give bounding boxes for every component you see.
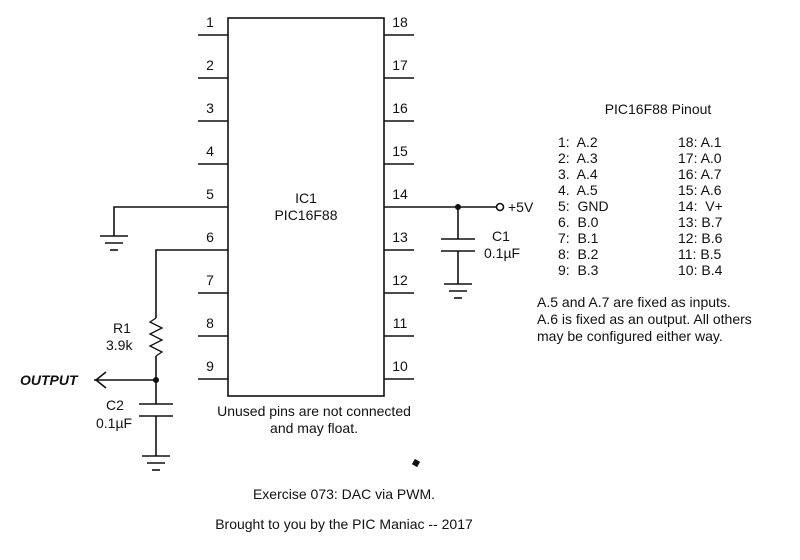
pin-13-label: 13	[392, 229, 408, 245]
pinout-left-row: 9: B.3	[558, 262, 599, 278]
ink-speck	[411, 458, 421, 468]
pinout-title: PIC16F88 Pinout	[605, 101, 712, 117]
pin-10-label: 10	[392, 358, 408, 374]
pin5-ground-net	[100, 206, 198, 251]
output-label: OUTPUT	[20, 372, 79, 388]
pinout-left-row: 7: B.1	[558, 230, 599, 246]
pin-15-label: 15	[392, 143, 408, 159]
pinout-right-row: 10: B.4	[678, 262, 723, 278]
pinout-right-row: 18: A.1	[678, 134, 722, 150]
pinout-right-row: 14: V+	[678, 198, 723, 214]
exercise-caption: Exercise 073: DAC via PWM.	[253, 486, 435, 502]
pin-18-label: 18	[392, 14, 408, 30]
pinout-right-row: 11: B.5	[678, 246, 722, 262]
pin-7-label: 7	[206, 272, 214, 288]
c2-value: 0.1µF	[96, 415, 132, 431]
c1-ref: C1	[492, 228, 510, 244]
left-pins: 1 2 3 4 5 6 7 8 9	[198, 14, 228, 380]
pinout-left-column: 1: A.2 2: A.3 3. A.4 4. A.5 5: GND 6. B.…	[558, 134, 609, 278]
pinout-left-row: 4. A.5	[558, 182, 598, 198]
pinout-right-row: 16: A.7	[678, 166, 722, 182]
pin-1-label: 1	[206, 14, 214, 30]
pinout-notes: A.5 and A.7 are fixed as inputs. A.6 is …	[537, 294, 752, 344]
pin-4-label: 4	[206, 143, 214, 159]
ic-part-label: PIC16F88	[274, 207, 337, 223]
supply-label: +5V	[508, 199, 534, 215]
pinout-left-row: 6. B.0	[558, 214, 599, 230]
c2-ref: C2	[106, 397, 124, 413]
c1-capacitor	[441, 238, 475, 299]
c1-value: 0.1µF	[484, 245, 520, 261]
pin-3-label: 3	[206, 100, 214, 116]
r1-value: 3.9k	[106, 337, 133, 353]
pin-9-label: 9	[206, 358, 214, 374]
r1-ref: R1	[113, 320, 131, 336]
pinout-right-row: 17: A.0	[678, 150, 722, 166]
pinout-left-row: 1: A.2	[558, 134, 598, 150]
credit-caption: Brought to you by the PIC Maniac -- 2017	[215, 516, 473, 532]
pinout-left-row: 8: B.2	[558, 246, 599, 262]
unused-note-line2: and may float.	[270, 420, 358, 436]
right-pins: 18 17 16 15 14 13 12 11 10	[384, 14, 414, 380]
unused-note-line1: Unused pins are not connected	[217, 403, 411, 419]
pin-6-label: 6	[206, 229, 214, 245]
c2-capacitor	[139, 403, 173, 471]
pinout-right-row: 13: B.7	[678, 214, 723, 230]
pin-14-label: 14	[392, 186, 408, 202]
ic-ref-label: IC1	[295, 190, 317, 206]
pinout-left-row: 2: A.3	[558, 150, 598, 166]
pinout-right-column: 18: A.1 17: A.0 16: A.7 15: A.6 14: V+ 1…	[678, 134, 723, 278]
pinout-right-row: 15: A.6	[678, 182, 722, 198]
pin-17-label: 17	[392, 57, 408, 73]
pinout-right-row: 12: B.6	[678, 230, 723, 246]
pinout-note-line: A.5 and A.7 are fixed as inputs.	[537, 294, 731, 310]
pin-5-label: 5	[206, 186, 214, 202]
pinout-left-row: 5: GND	[558, 198, 609, 214]
pin-8-label: 8	[206, 315, 214, 331]
supply-net	[414, 202, 505, 239]
pinout-note-line: A.6 is fixed as an output. All others	[537, 311, 752, 327]
output-net	[94, 249, 198, 404]
pin-12-label: 12	[392, 272, 408, 288]
pin-16-label: 16	[392, 100, 408, 116]
pin-2-label: 2	[206, 57, 214, 73]
pin-11-label: 11	[393, 315, 408, 331]
pinout-note-line: may be configured either way.	[537, 328, 723, 344]
pinout-left-row: 3. A.4	[558, 166, 598, 182]
